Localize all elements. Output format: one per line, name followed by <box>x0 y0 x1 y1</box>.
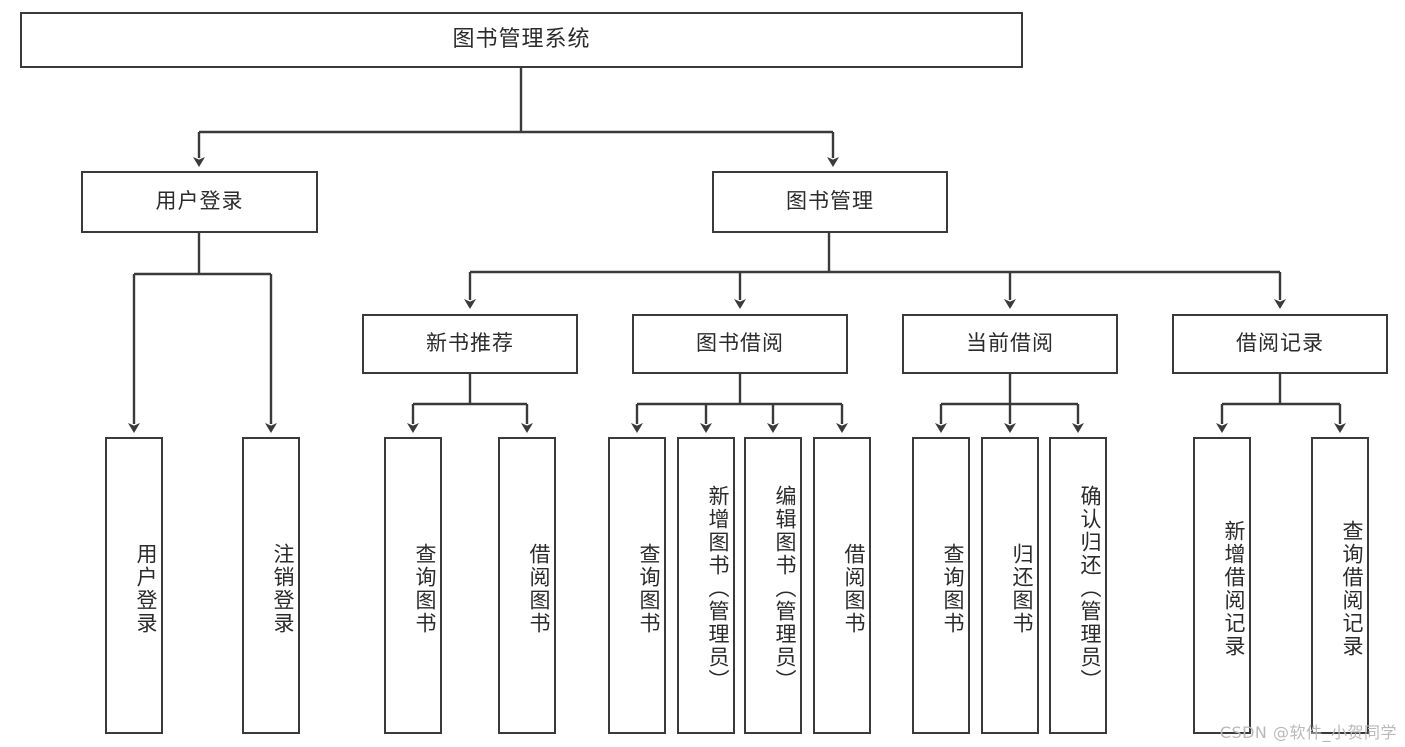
leaf-current-query-book[interactable]: 查询图书 <box>912 437 970 734</box>
node-label: 注销登录 <box>271 542 295 635</box>
leaf-current-confirm-return-admin[interactable]: 确认归还（管理员） <box>1049 437 1107 734</box>
leaf-record-add-record[interactable]: 新增借阅记录 <box>1193 437 1251 734</box>
node-label: 借阅图书 <box>527 542 551 635</box>
node-label: 查询图书 <box>941 542 965 635</box>
node-label: 借阅图书 <box>842 542 866 635</box>
node-label: 归还图书 <box>1010 542 1034 635</box>
node-label: 新书推荐 <box>426 331 514 356</box>
node-label: 查询借阅记录 <box>1340 519 1364 658</box>
node-label: 查询图书 <box>637 542 661 635</box>
leaf-borrow-edit-book-admin[interactable]: 编辑图书（管理员） <box>744 437 802 734</box>
node-borrow-record[interactable]: 借阅记录 <box>1172 314 1388 374</box>
node-label: 用户登录 <box>134 542 158 635</box>
node-book-borrow[interactable]: 图书借阅 <box>632 314 848 374</box>
node-root-system[interactable]: 图书管理系统 <box>20 12 1023 68</box>
node-label: 查询图书 <box>413 542 437 635</box>
node-label: 用户登录 <box>155 189 244 214</box>
leaf-borrow-borrow-book[interactable]: 借阅图书 <box>813 437 871 734</box>
node-label: 编辑图书（管理员） <box>773 485 797 692</box>
node-user-login[interactable]: 用户登录 <box>81 171 318 233</box>
leaf-user-login-signout[interactable]: 注销登录 <box>242 437 300 734</box>
node-label: 借阅记录 <box>1236 331 1324 356</box>
leaf-user-login-signin[interactable]: 用户登录 <box>105 437 163 734</box>
node-current-borrow[interactable]: 当前借阅 <box>902 314 1118 374</box>
node-label: 图书借阅 <box>696 331 784 356</box>
node-label: 当前借阅 <box>966 331 1054 356</box>
node-label: 图书管理 <box>786 189 874 214</box>
node-label: 新增图书（管理员） <box>706 485 730 692</box>
leaf-current-return-book[interactable]: 归还图书 <box>981 437 1039 734</box>
leaf-record-query-record[interactable]: 查询借阅记录 <box>1311 437 1369 734</box>
node-label: 图书管理系统 <box>452 26 591 52</box>
leaf-recommend-query-book[interactable]: 查询图书 <box>384 437 442 734</box>
node-label: 新增借阅记录 <box>1222 519 1246 658</box>
node-label: 确认归还（管理员） <box>1078 485 1102 692</box>
leaf-borrow-add-book-admin[interactable]: 新增图书（管理员） <box>677 437 735 734</box>
node-book-management[interactable]: 图书管理 <box>712 171 948 233</box>
leaf-recommend-borrow-book[interactable]: 借阅图书 <box>498 437 556 734</box>
watermark-text: CSDN @软件_小贺同学 <box>1219 723 1397 742</box>
leaf-borrow-query-book[interactable]: 查询图书 <box>608 437 666 734</box>
node-new-book-recommend[interactable]: 新书推荐 <box>362 314 578 374</box>
